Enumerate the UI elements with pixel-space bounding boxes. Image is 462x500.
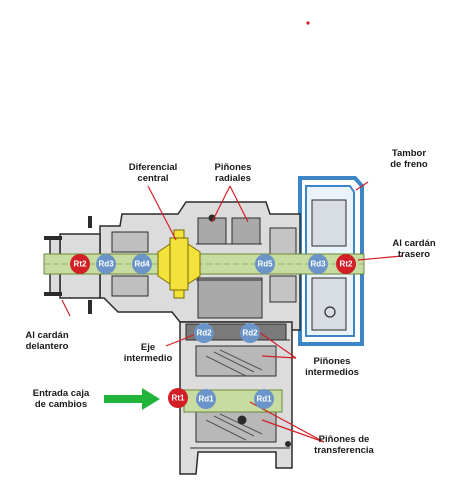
label-pinones-intermedios: Piñones intermedios xyxy=(296,356,368,378)
label-pinones-radiales-line2: radiales xyxy=(215,173,251,184)
badge-rd1-left-text: Rd1 xyxy=(198,395,214,404)
label-pinones-radiales: Piñones radiales xyxy=(205,162,261,184)
badge-rd5: Rd5 xyxy=(255,254,275,274)
badge-rt2-left: Rt2 xyxy=(70,254,90,274)
label-pinones-intermedios-line1: Piñones xyxy=(313,356,351,367)
badge-rd3-left: Rd3 xyxy=(96,254,116,274)
label-tambor-de-freno: Tambor de freno xyxy=(372,148,446,170)
label-transferencia-line2: transferencia xyxy=(314,445,374,456)
label-cardan-delantero: Al cardán delantero xyxy=(12,330,82,352)
badge-rd2-left-text: Rd2 xyxy=(196,329,212,338)
label-entrada-caja: Entrada caja de cambios xyxy=(24,388,98,410)
label-eje-line1: Eje xyxy=(140,342,156,353)
label-diferencial-line1: Diferencial xyxy=(128,162,178,173)
red-dot xyxy=(306,21,310,25)
badge-rt2-right-text: Rt2 xyxy=(340,260,353,269)
label-eje-intermedio: Eje intermedio xyxy=(120,342,176,364)
center-differential xyxy=(157,229,201,299)
badge-rd1-right: Rd1 xyxy=(254,389,274,409)
badge-rd1-right-text: Rd1 xyxy=(256,395,272,404)
label-entrada-line2: de cambios xyxy=(34,399,88,410)
badge-rt2-left-text: Rt2 xyxy=(74,260,87,269)
input-arrow xyxy=(104,388,160,410)
label-cardan-delantero-line1: Al cardán xyxy=(25,330,69,341)
badge-rd3-left-text: Rd3 xyxy=(98,260,114,269)
badge-rd2-left: Rd2 xyxy=(194,323,214,343)
label-diferencial-central: Diferencial central xyxy=(118,162,188,184)
label-pinones-radiales-line1: Piñones xyxy=(214,162,252,173)
badge-rd4-text: Rd4 xyxy=(134,260,150,269)
badge-rt2-right: Rt2 xyxy=(336,254,356,274)
label-entrada-line1: Entrada caja xyxy=(32,388,90,399)
badge-rt1: Rt1 xyxy=(168,388,188,408)
label-pinones-intermedios-line2: intermedios xyxy=(305,367,359,378)
badge-rd2-right: Rd2 xyxy=(240,323,260,343)
badge-rd3-right-text: Rd3 xyxy=(310,260,326,269)
label-cardan-delantero-line2: delantero xyxy=(25,341,69,352)
badge-rd2-right-text: Rd2 xyxy=(242,329,258,338)
label-cardan-trasero-line1: Al cardán xyxy=(392,238,436,249)
label-tambor-line2: de freno xyxy=(390,159,428,170)
badge-rt1-text: Rt1 xyxy=(172,394,185,403)
label-transferencia-line1: Piñones de xyxy=(318,434,370,445)
badge-rd3-right: Rd3 xyxy=(308,254,328,274)
label-pinones-transferencia: Piñones de transferencia xyxy=(306,434,382,456)
badge-rd1-left: Rd1 xyxy=(196,389,216,409)
label-cardan-trasero: Al cardán trasero xyxy=(380,238,448,260)
label-eje-line2: intermedio xyxy=(123,353,173,364)
label-diferencial-line2: central xyxy=(137,173,169,184)
housing-details xyxy=(111,214,297,449)
label-cardan-trasero-line2: trasero xyxy=(397,249,431,260)
flange-bolts xyxy=(44,216,92,314)
label-tambor-line1: Tambor xyxy=(391,148,427,159)
badge-rd4: Rd4 xyxy=(132,254,152,274)
badge-rd5-text: Rd5 xyxy=(257,260,273,269)
